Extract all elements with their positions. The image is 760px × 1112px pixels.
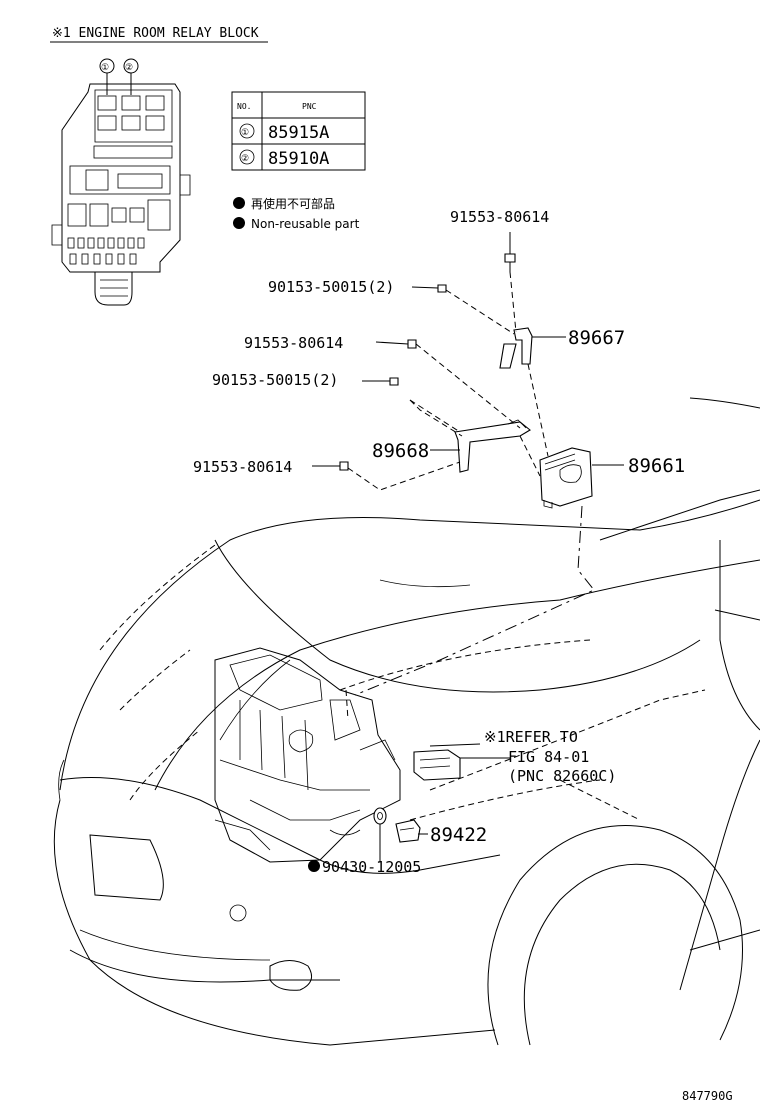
bracket-89667-drawing	[499, 327, 533, 369]
leader-lines	[312, 232, 624, 862]
relay-block-in-car	[413, 749, 461, 781]
gasket-drawing	[373, 807, 387, 825]
pnc-table-border	[231, 91, 366, 171]
vehicle-body-outline	[53, 397, 760, 1046]
callout-90153-second: 90153-50015(2)	[212, 371, 338, 389]
pnc-table: NO. PNC ① 85915A ② 85910A	[231, 91, 366, 171]
fasteners	[339, 253, 516, 471]
sensor-89422-drawing	[395, 819, 421, 843]
marker-1-label: ①	[101, 63, 109, 73]
bolt-mid-drawing	[407, 339, 417, 349]
screw-2-drawing	[389, 377, 399, 386]
relay-block-drawing: ① ②	[51, 58, 191, 306]
legend-dot-jp	[233, 197, 245, 209]
relay-block-title: ※1 ENGINE ROOM RELAY BLOCK	[52, 26, 259, 41]
pnc-row-1-no: ①	[241, 128, 249, 138]
callout-91553-top: 91553-80614	[450, 208, 549, 226]
callout-91553-low: 91553-80614	[193, 458, 292, 476]
bolt-top-drawing	[504, 253, 516, 263]
callout-91553-mid: 91553-80614	[244, 334, 343, 352]
legend-english: Non-reusable part	[251, 217, 360, 231]
legend: 再使用不可部品 Non-reusable part	[233, 196, 360, 231]
callout-refer-line1: ※1REFER TO	[484, 728, 578, 746]
callout-refer-line3: (PNC 82660C)	[508, 767, 616, 785]
callout-90153-first: 90153-50015(2)	[268, 278, 394, 296]
bolt-low-drawing	[339, 461, 349, 471]
legend-dot-en	[233, 217, 245, 229]
legend-japanese: 再使用不可部品	[251, 196, 335, 211]
callout-89667: 89667	[568, 327, 625, 349]
pnc-table-header-pnc: PNC	[302, 102, 317, 111]
pnc-row-2-no: ②	[241, 154, 249, 164]
callout-90430: 90430-12005	[322, 858, 421, 876]
bracket-89668-drawing	[454, 419, 531, 473]
engine-outline	[214, 647, 401, 863]
callout-refer-line2: FIG 84-01	[508, 748, 589, 766]
ecu-89661-drawing	[539, 447, 593, 509]
pnc-row-1-value: 85915A	[268, 123, 329, 143]
marker-2-label: ②	[125, 63, 133, 73]
callout-89422: 89422	[430, 824, 487, 846]
pnc-table-header-no: NO.	[237, 102, 251, 111]
pnc-row-2-value: 85910A	[268, 149, 329, 169]
non-reusable-dot	[308, 860, 320, 872]
figure-code: 847790G	[682, 1089, 733, 1103]
callout-89668: 89668	[372, 440, 429, 462]
screw-1-drawing	[437, 284, 447, 293]
callout-89661: 89661	[628, 455, 685, 477]
